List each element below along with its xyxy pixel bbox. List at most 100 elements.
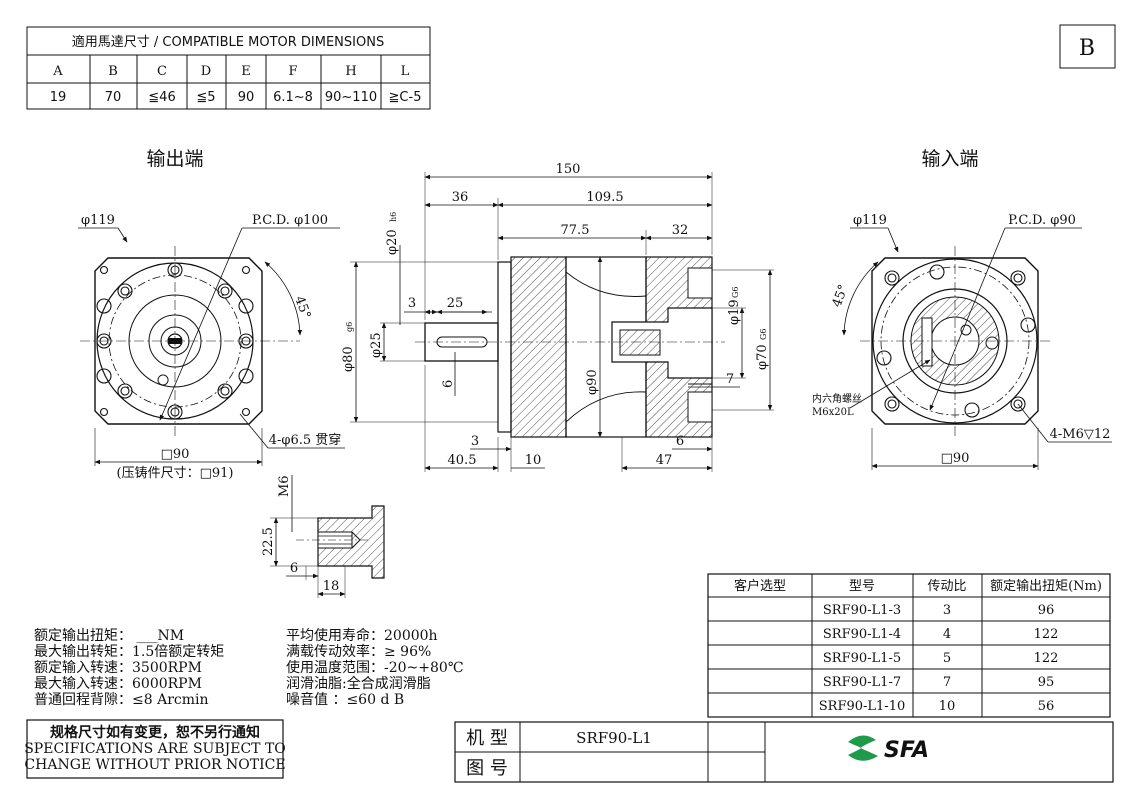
side-dia-90: φ90 xyxy=(585,369,600,395)
input-dia-119: φ119 xyxy=(853,213,887,228)
motor-table-title: 適用馬達尺寸 / COMPATIBLE MOTOR DIMENSIONS xyxy=(72,34,384,50)
revision-box: B xyxy=(1059,24,1116,69)
spec-efficiency: 满载传动效率：≥ 96% xyxy=(286,643,431,660)
motor-dimension-table: 適用馬達尺寸 / COMPATIBLE MOTOR DIMENSIONS A B… xyxy=(26,26,431,110)
output-end-view: 输出端 φ119 xyxy=(78,148,345,481)
model-row3-model: SRF90-L1-5 xyxy=(823,651,901,666)
notice-box: 规格尺寸如有变更，恕不另行通知 SPECIFICATIONS ARE SUBJE… xyxy=(24,719,286,779)
output-holes-note: 4-φ6.5 贯穿 xyxy=(269,432,342,448)
spec-rated-output-torque: 额定输出扭矩： ___NM xyxy=(34,628,184,644)
specifications: 额定输出扭矩： ___NM 最大输出转矩：1.5倍额定转矩 额定输入转速：350… xyxy=(34,627,463,708)
model-row1-model: SRF90-L1-3 xyxy=(823,603,901,618)
model-row1-ratio: 3 xyxy=(943,603,951,618)
detail-section-view: M6 22.5 6 18 xyxy=(261,475,385,598)
spec-lubricant: 润滑油脂:全合成润滑脂 xyxy=(286,675,431,692)
model-row2-ratio: 4 xyxy=(943,627,951,642)
side-dia-70: φ70 xyxy=(755,344,770,370)
spec-max-output-torque: 最大输出转矩：1.5倍额定转矩 xyxy=(34,644,224,660)
side-len-25: 25 xyxy=(447,296,464,311)
side-len-7: 7 xyxy=(726,372,734,387)
revision-letter: B xyxy=(1079,36,1095,61)
model-row5-torque: 56 xyxy=(1038,699,1055,714)
side-len-77-5: 77.5 xyxy=(561,223,590,238)
motor-value-d: ≦5 xyxy=(196,90,215,105)
model-row3-ratio: 5 xyxy=(943,651,951,666)
model-header-model: 型号 xyxy=(849,579,875,594)
side-len-36: 36 xyxy=(452,190,469,205)
model-value: SRF90-L1 xyxy=(576,729,652,747)
output-dia-119: φ119 xyxy=(81,213,115,228)
title-block: 机 型 SRF90-L1 图 号 SFA xyxy=(454,721,1114,783)
model-row4-model: SRF90-L1-7 xyxy=(823,675,901,690)
motor-value-b: 70 xyxy=(105,90,122,105)
model-row5-ratio: 10 xyxy=(939,699,956,714)
notice-line-1: 规格尺寸如有变更，恕不另行通知 xyxy=(50,724,260,741)
model-row4-torque: 95 xyxy=(1038,675,1055,690)
side-tol-G6: G6 xyxy=(731,287,740,298)
input-holes-note: 4-M6▽12 xyxy=(1050,427,1111,442)
motor-value-f: 6.1~8 xyxy=(273,90,313,105)
motor-header-l: L xyxy=(401,64,410,79)
side-section-view: 150 36 109.5 77.5 32 φ20 h6 3 25 φ80 g6 … xyxy=(341,162,774,472)
input-screw-note-1: 内六角螺丝 xyxy=(812,392,862,405)
side-len-6: 6 xyxy=(676,434,684,449)
sfa-logo: SFA xyxy=(848,735,929,763)
sfa-logo-icon xyxy=(848,735,878,761)
model-row1-torque: 96 xyxy=(1038,603,1055,618)
output-pcd-100: P.C.D. φ100 xyxy=(252,213,328,228)
input-end-title: 输入端 xyxy=(921,148,978,170)
detail-dim-18: 18 xyxy=(323,579,340,594)
notice-line-2: SPECIFICATIONS ARE SUBJECT TO xyxy=(24,741,286,757)
side-dia-80: φ80 xyxy=(341,346,356,372)
output-end-title: 输出端 xyxy=(146,148,203,170)
side-tol-g6: g6 xyxy=(345,322,354,332)
model-row5-model: SRF90-L1-10 xyxy=(819,699,906,714)
side-len-109-5: 109.5 xyxy=(586,190,623,205)
model-label: 机 型 xyxy=(466,728,508,749)
motor-header-h: H xyxy=(345,64,356,79)
output-angle-45: 45° xyxy=(291,294,313,321)
input-end-view: 输入端 φ119 P.C.D. φ90 45° 内六角螺丝 M6x20L xyxy=(812,148,1112,470)
model-table: 客户选型 型号 传动比 额定输出扭矩(Nm) SRF90-L1-3 3 96 S… xyxy=(707,573,1111,718)
motor-value-c: ≦46 xyxy=(148,90,175,105)
motor-value-l: ≧C-5 xyxy=(389,90,422,105)
side-len-47: 47 xyxy=(656,453,673,468)
model-row4-ratio: 7 xyxy=(943,675,951,690)
motor-header-f: F xyxy=(288,64,297,79)
side-dia-25: φ25 xyxy=(369,332,384,358)
side-len-10: 10 xyxy=(525,453,542,468)
spec-backlash: 普通回程背隙：≤8 Arcmin xyxy=(34,692,209,708)
spec-temperature-range: 使用温度范围：-20~+80℃ xyxy=(286,659,463,676)
drawing-label: 图 号 xyxy=(466,758,508,779)
model-header-torque: 额定输出扭矩(Nm) xyxy=(990,578,1102,594)
input-screw-note-2: M6x20L xyxy=(812,407,854,418)
spec-service-life: 平均使用寿命：20000h xyxy=(286,627,438,644)
spec-noise: 噪音值 ：≤60 d B xyxy=(286,691,404,708)
side-len-40-5: 40.5 xyxy=(448,453,477,468)
motor-value-a: 19 xyxy=(50,90,67,105)
side-len-3: 3 xyxy=(408,296,416,311)
motor-header-e: E xyxy=(241,64,251,79)
detail-thread-m6: M6 xyxy=(277,475,292,497)
side-dia-19: φ19 xyxy=(727,299,742,325)
detail-dim-6: 6 xyxy=(290,561,298,576)
motor-header-c: C xyxy=(157,64,167,79)
motor-value-e: 90 xyxy=(238,90,255,105)
side-tol-G6b: G6 xyxy=(759,329,768,340)
side-len-32: 32 xyxy=(672,223,689,238)
model-header-customer: 客户选型 xyxy=(734,578,786,594)
input-square-90: □90 xyxy=(941,451,970,466)
output-square-90: □90 xyxy=(161,447,190,462)
notice-line-3: CHANGE WITHOUT PRIOR NOTICE xyxy=(24,757,285,773)
side-dia-20: φ20 xyxy=(385,229,400,255)
model-row2-torque: 122 xyxy=(1034,627,1059,642)
input-pcd-90: P.C.D. φ90 xyxy=(1008,213,1076,228)
model-row2-model: SRF90-L1-4 xyxy=(823,627,901,642)
spec-max-input-speed: 最大输入转速：6000RPM xyxy=(34,676,202,692)
spec-rated-input-speed: 额定输入转速：3500RPM xyxy=(34,660,202,676)
detail-dim-22-5: 22.5 xyxy=(261,527,276,556)
side-key-6: 6 xyxy=(441,380,456,388)
model-header-ratio: 传动比 xyxy=(927,579,966,594)
side-tol-h6: h6 xyxy=(389,212,398,222)
